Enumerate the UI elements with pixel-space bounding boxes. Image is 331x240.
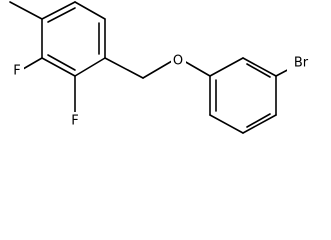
bond-ring-b-5 [242,57,277,77]
benzyl-bond [104,57,144,79]
molecule-diagram: F F O Br [9,1,314,134]
bond-ring-b-inner-top-right [246,63,271,78]
structure-canvas: F F O Br [9,1,314,134]
fluorine-bottom-label-bg [68,112,83,130]
fluorine-top-label: F [13,64,20,79]
bond-ring-b-inner-bottom-right [246,113,271,128]
fluorine-top-bond [22,57,43,70]
bond-ring-a-inner-top [47,7,76,23]
atom-labels: F F O Br [9,52,314,130]
methyl-bond [9,1,43,20]
bromine-label-bg [287,54,314,72]
bond-ring-a-5 [41,57,76,77]
bond-ring-a-4 [74,57,106,77]
bond-ring-b-6 [209,57,244,77]
bond-ring-a-inner-bottom [47,54,76,71]
aryl-oxygen-bond [183,60,211,77]
fluorine-bottom-label: F [71,114,78,129]
oxygen-label: O [173,54,183,69]
right-ring [209,57,277,134]
left-ring [41,1,106,77]
bond-ring-a-2 [74,1,106,20]
oxygen-label-bg [171,52,186,70]
bond-ring-a-1 [41,1,76,20]
bromine-label: Br [294,56,309,71]
bond-ring-b-2 [209,114,244,134]
oxymethylene-bond [142,60,173,79]
fluorine-top-label-bg [9,63,24,79]
left-ring-substituents [9,1,211,113]
bond-ring-b-3 [242,114,277,134]
